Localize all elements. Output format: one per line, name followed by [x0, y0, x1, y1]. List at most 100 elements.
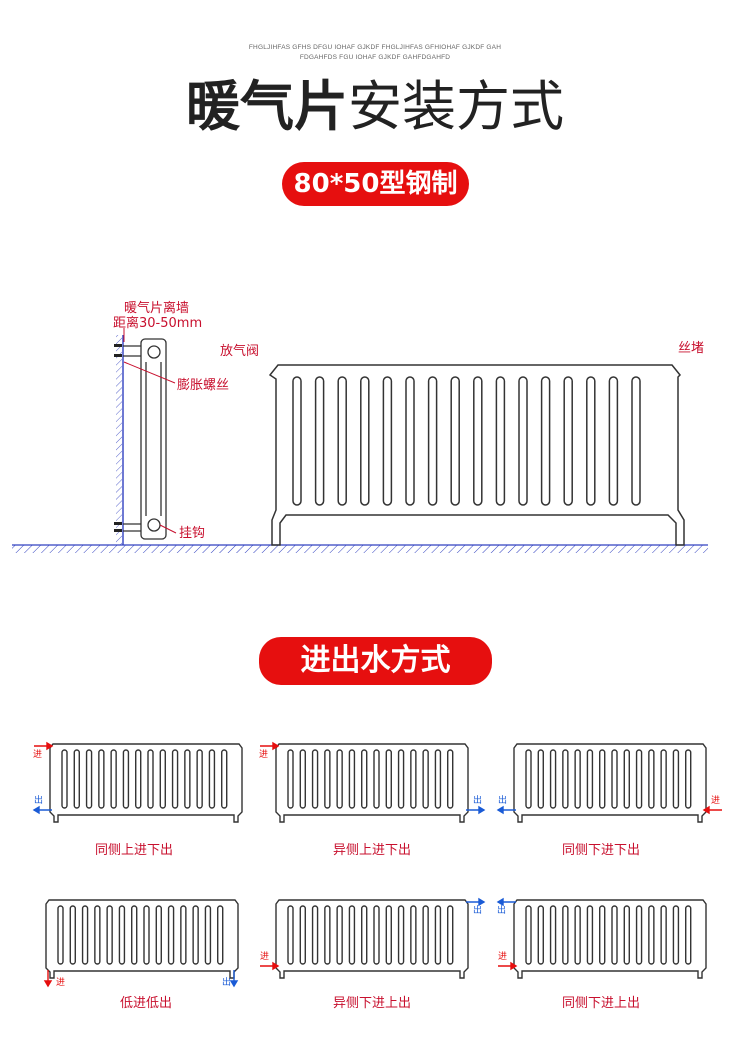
flow-radiator-fin	[660, 905, 667, 965]
flow-radiator-fin	[635, 749, 643, 809]
radiator-front-view	[268, 364, 685, 546]
flow-radiator-fin	[685, 749, 692, 809]
flow-radiator-fin	[623, 905, 630, 965]
flow-radiator-fin	[184, 749, 191, 809]
inlet-label: 进	[33, 750, 43, 760]
flow-radiator-fin	[180, 905, 187, 965]
flow-radiator-fin	[81, 905, 89, 965]
arrow-head	[46, 741, 54, 751]
flow-radiator-fin	[660, 749, 667, 809]
inlet-arrow	[260, 961, 280, 971]
flow-caption-2: 异侧上进下出	[332, 843, 411, 858]
flow-radiator-fin	[410, 749, 417, 809]
flow-radiator-fin	[648, 749, 655, 809]
arrow-head	[272, 741, 280, 751]
outlet-label: 出	[473, 906, 483, 916]
flow-radiator-fin	[94, 905, 101, 965]
model-badge: 80*50型钢制	[282, 162, 469, 206]
flow-radiator-fin	[611, 749, 618, 809]
flow-radiator-fin	[118, 905, 126, 965]
wall-distance-note-2: 距离30-50mm	[113, 316, 203, 331]
flow-radiator-2	[275, 743, 469, 823]
radiator-fin	[518, 376, 528, 506]
radiator-fin	[314, 376, 325, 506]
inlet-label: 进	[498, 952, 508, 962]
flow-radiator-fin	[336, 905, 343, 965]
inlet-arrow	[43, 970, 53, 988]
arrow-head	[478, 805, 486, 815]
flow-radiator-fin	[361, 905, 368, 965]
flow-radiator-fin	[69, 905, 76, 965]
flow-radiator-fin	[311, 749, 319, 809]
flow-radiator-fin	[159, 749, 166, 809]
radiator-fin	[382, 376, 393, 506]
outlet-label: 出	[34, 796, 44, 806]
flow-radiator-outline	[49, 743, 243, 823]
flow-radiator-5	[275, 899, 469, 979]
radiator-fin	[292, 376, 302, 506]
flow-radiator-fin	[217, 905, 224, 965]
flow-radiator-fin	[447, 749, 454, 809]
flow-radiator-fin	[311, 905, 319, 965]
flow-caption-5: 异侧下进上出	[332, 996, 411, 1011]
flow-radiator-fin	[447, 905, 454, 965]
arrow-head	[702, 805, 710, 815]
flow-radiator-fin	[685, 905, 692, 965]
flow-radiator-fin	[348, 749, 356, 809]
flow-radiator-fin	[73, 749, 80, 809]
flow-radiator-fin	[196, 749, 203, 809]
outlet-arrow	[229, 970, 239, 988]
flow-radiator-1	[49, 743, 243, 823]
inlet-label: 进	[711, 796, 721, 806]
arrow-head	[496, 897, 504, 907]
flow-radiator-fin	[434, 749, 442, 809]
flow-radiator-fin	[385, 905, 392, 965]
flow-radiator-fin	[287, 749, 294, 809]
flow-radiator-fin	[110, 749, 117, 809]
flow-radiator-fin	[143, 905, 150, 965]
flow-radiator-6	[513, 899, 707, 979]
arrow-head	[43, 980, 53, 988]
flow-radiator-fin	[549, 749, 557, 809]
flow-radiator-fin	[348, 905, 356, 965]
flow-radiator-fin	[122, 749, 130, 809]
flow-radiator-fin	[397, 905, 405, 965]
flow-caption-6: 同侧下进上出	[561, 996, 640, 1011]
flow-radiator-fin	[299, 749, 306, 809]
flow-radiator-fin	[672, 905, 680, 965]
radiator-fin	[495, 376, 506, 506]
radiator-fin	[608, 376, 619, 506]
flow-radiator-4	[45, 899, 239, 979]
flow-radiator-fin	[562, 905, 569, 965]
arrow-head	[478, 897, 486, 907]
flow-radiator-fin	[586, 749, 594, 809]
flow-radiator-fin	[299, 905, 306, 965]
flow-radiator-fin	[373, 905, 380, 965]
leader-lines	[123, 328, 177, 534]
outlet-label: 出	[222, 978, 232, 988]
flow-radiator-fin	[192, 905, 199, 965]
flow-radiator-fin	[599, 905, 606, 965]
flow-radiator-outline	[45, 899, 239, 979]
wall-distance-note-1: 暖气片离墙	[124, 301, 190, 316]
flow-radiator-fin	[324, 905, 331, 965]
flow-radiator-fin	[385, 749, 392, 809]
flow-radiator-fin	[623, 749, 630, 809]
expansion-screw-label: 膨胀螺丝	[177, 378, 230, 393]
hook-label: 挂钩	[179, 526, 206, 541]
flow-caption-4: 低进低出	[119, 996, 172, 1011]
flow-radiator-fin	[672, 749, 680, 809]
radiator-fin	[631, 376, 641, 506]
outlet-arrow	[466, 805, 486, 815]
flow-section-badge: 进出水方式	[259, 637, 492, 685]
arrow-head	[272, 961, 280, 971]
flow-radiator-fin	[147, 749, 154, 809]
fine-print-line-1: FHGLJIHFAS GFHS DFGU IOHAF GJKDF FHGLJIH…	[248, 44, 502, 51]
flow-radiator-fin	[336, 749, 343, 809]
flow-radiator-fin	[537, 905, 544, 965]
arrow-head	[510, 961, 518, 971]
radiator-fin	[586, 376, 596, 506]
outlet-arrow	[32, 805, 52, 815]
flow-radiator-fin	[422, 905, 429, 965]
flow-radiator-fin	[135, 749, 142, 809]
